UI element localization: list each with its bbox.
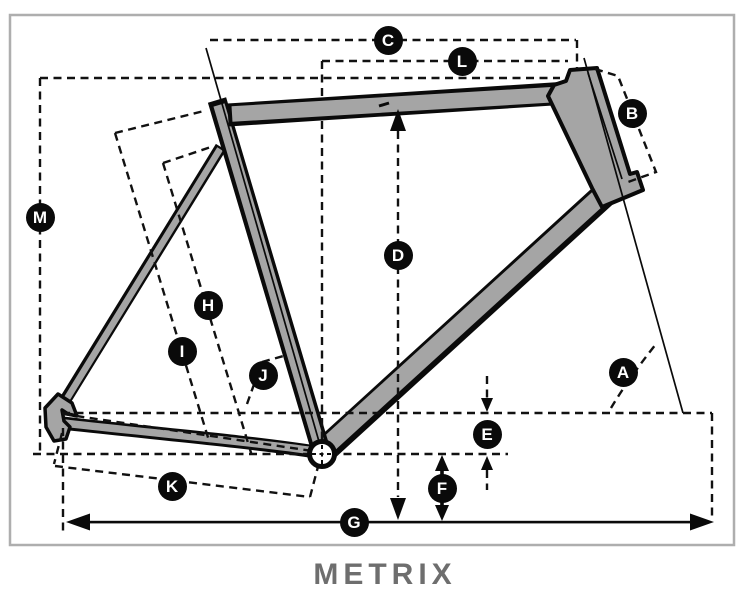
line-I: [113, 132, 212, 445]
line-A: [609, 343, 657, 409]
label-A: A: [608, 357, 638, 387]
label-C: C: [373, 25, 403, 55]
label-J: J: [248, 360, 278, 390]
bike-frame: [43, 47, 684, 465]
label-H: H: [193, 290, 223, 320]
line-chainstay: [62, 412, 320, 454]
label-G: G: [339, 507, 369, 537]
label-I: I: [167, 336, 197, 366]
line-B: [594, 67, 658, 184]
label-K: K: [157, 471, 187, 501]
label-F: F: [427, 473, 457, 503]
label-B: B: [617, 98, 647, 128]
label-M: M: [25, 202, 55, 232]
line-G: [84, 520, 696, 524]
label-D: D: [383, 240, 413, 270]
seatpost-axis-line: [205, 47, 323, 453]
label-E: E: [472, 419, 502, 449]
line-J: [245, 361, 264, 405]
bottom-bracket: [307, 439, 337, 469]
model-title: METRIX: [313, 558, 457, 591]
steering-axis-line: [583, 57, 684, 414]
label-L: L: [447, 46, 477, 76]
